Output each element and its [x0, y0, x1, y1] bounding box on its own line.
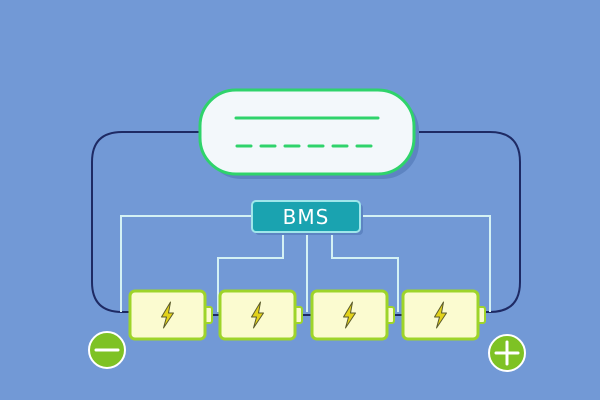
battery-cell-2	[218, 289, 303, 341]
sense-wire-5	[331, 230, 399, 312]
sense-wire-2	[361, 215, 491, 312]
positive-terminal	[488, 334, 526, 372]
lightning-bolt-icon	[434, 301, 447, 329]
main-circuit-wire	[91, 131, 521, 313]
display-panel	[198, 88, 419, 179]
sense-wire-1	[120, 215, 256, 312]
bms-label: BMS	[283, 205, 330, 229]
negative-terminal	[88, 331, 126, 369]
battery-cell-3	[310, 289, 395, 341]
bms-box: BMS	[251, 200, 363, 235]
lightning-bolt-icon	[251, 301, 264, 329]
display-body	[198, 88, 416, 176]
bms-body	[251, 200, 361, 233]
battery-pack	[128, 289, 486, 341]
bms-sense-wires	[120, 215, 491, 312]
battery-cell-1	[128, 289, 213, 341]
plus-icon	[494, 340, 520, 366]
lightning-bolt-icon	[343, 301, 356, 329]
lightning-bolt-icon	[161, 301, 174, 329]
battery-cell-4	[401, 289, 486, 341]
sense-wire-3	[217, 230, 284, 312]
